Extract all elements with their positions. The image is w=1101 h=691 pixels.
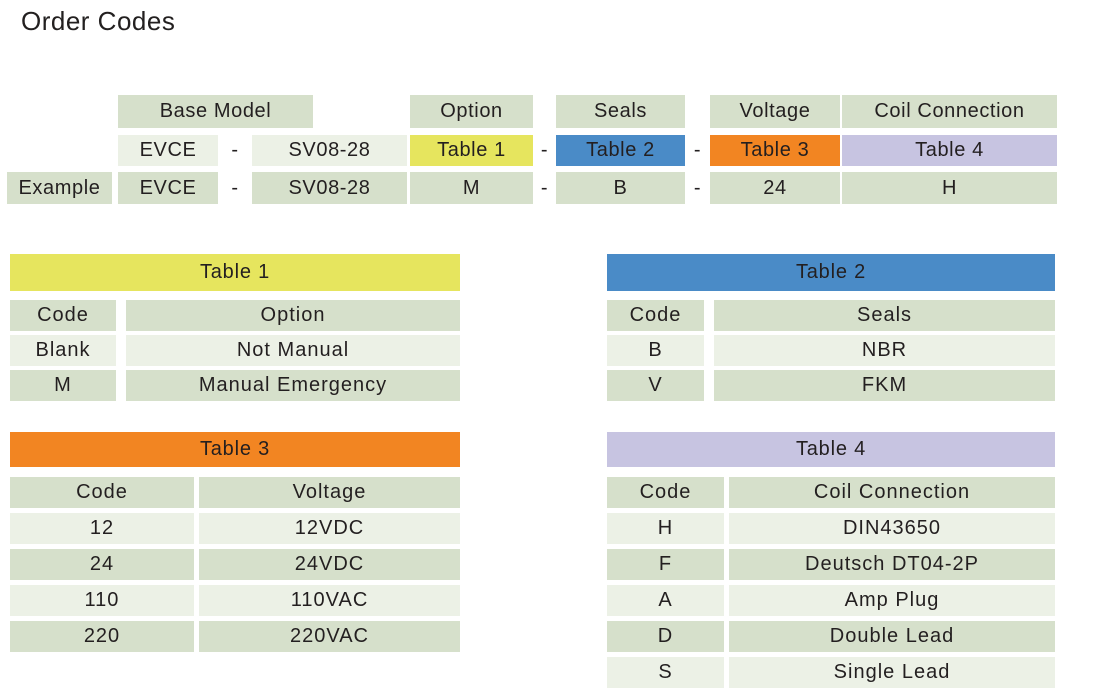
- separator-dash: -: [231, 176, 239, 199]
- separator-dash: -: [540, 176, 549, 199]
- value-cell: Not Manual: [126, 335, 460, 366]
- table3-title-bar: Table 3: [10, 432, 460, 467]
- code-cell: A: [607, 585, 724, 616]
- column-header-code: Code: [607, 477, 724, 508]
- code-cell: V: [607, 370, 704, 401]
- code-cell: F: [607, 549, 724, 580]
- example-model-cell: SV08-28: [252, 172, 407, 204]
- example-option-cell: M: [410, 172, 533, 204]
- table-row: 220 220VAC: [10, 621, 460, 652]
- value-cell: Double Lead: [729, 621, 1055, 652]
- table4-card: Table 4 Code Coil Connection H DIN43650 …: [607, 432, 1055, 688]
- value-cell: Manual Emergency: [126, 370, 460, 401]
- table-row: Code Option: [10, 300, 460, 331]
- code-cell: 12: [10, 513, 194, 544]
- code-cell: 110: [10, 585, 194, 616]
- table-row: Code Voltage: [10, 477, 460, 508]
- separator-dash: -: [231, 139, 239, 161]
- column-header-seals: Seals: [714, 300, 1055, 331]
- page-title: Order Codes: [21, 6, 176, 36]
- table-row: F Deutsch DT04-2P: [607, 549, 1055, 580]
- table-row: V FKM: [607, 370, 1055, 401]
- example-label: Example: [7, 172, 112, 204]
- example-voltage-cell: 24: [710, 172, 840, 204]
- table-row: M Manual Emergency: [10, 370, 460, 401]
- table4-ref-cell: Table 4: [842, 135, 1057, 166]
- code-cell: 220: [10, 621, 194, 652]
- table2-card: Table 2 Code Seals B NBR V FKM: [607, 254, 1055, 401]
- table1-card: Table 1 Code Option Blank Not Manual M M…: [10, 254, 460, 401]
- table-row: B NBR: [607, 335, 1055, 366]
- separator-dash: -: [693, 176, 702, 199]
- code-cell: 24: [10, 549, 194, 580]
- value-cell: FKM: [714, 370, 1055, 401]
- voltage-header: Voltage: [710, 95, 840, 128]
- column-header-option: Option: [126, 300, 460, 331]
- table-row: 110 110VAC: [10, 585, 460, 616]
- separator-dash: -: [693, 139, 702, 161]
- value-cell: 24VDC: [199, 549, 460, 580]
- option-header: Option: [410, 95, 533, 128]
- code-cell: M: [10, 370, 116, 401]
- column-header-code: Code: [10, 477, 194, 508]
- code-cell: Blank: [10, 335, 116, 366]
- value-cell: DIN43650: [729, 513, 1055, 544]
- table4-title-bar: Table 4: [607, 432, 1055, 467]
- table-row: Code Coil Connection: [607, 477, 1055, 508]
- value-cell: NBR: [714, 335, 1055, 366]
- table-row: Code Seals: [607, 300, 1055, 331]
- table3-ref-cell: Table 3: [710, 135, 840, 166]
- code-cell: S: [607, 657, 724, 688]
- example-coil-cell: H: [842, 172, 1057, 204]
- table2-ref-cell: Table 2: [556, 135, 685, 166]
- code-cell: B: [607, 335, 704, 366]
- value-cell: 220VAC: [199, 621, 460, 652]
- value-cell: Deutsch DT04-2P: [729, 549, 1055, 580]
- separator-dash: -: [540, 139, 549, 161]
- table-row: A Amp Plug: [607, 585, 1055, 616]
- table2-title-bar: Table 2: [607, 254, 1055, 291]
- table-row: D Double Lead: [607, 621, 1055, 652]
- table1-title-bar: Table 1: [10, 254, 460, 291]
- coil-connection-header: Coil Connection: [842, 95, 1057, 128]
- code-series-cell: EVCE: [118, 135, 218, 166]
- table-row: H DIN43650: [607, 513, 1055, 544]
- example-series-cell: EVCE: [118, 172, 218, 204]
- table-row: 24 24VDC: [10, 549, 460, 580]
- base-model-header: Base Model: [118, 95, 313, 128]
- table1-ref-cell: Table 1: [410, 135, 533, 166]
- column-header-code: Code: [607, 300, 704, 331]
- value-cell: 110VAC: [199, 585, 460, 616]
- value-cell: Amp Plug: [729, 585, 1055, 616]
- column-header-coil-connection: Coil Connection: [729, 477, 1055, 508]
- code-cell: D: [607, 621, 724, 652]
- table-row: Blank Not Manual: [10, 335, 460, 366]
- value-cell: Single Lead: [729, 657, 1055, 688]
- example-seals-cell: B: [556, 172, 685, 204]
- code-cell: H: [607, 513, 724, 544]
- value-cell: 12VDC: [199, 513, 460, 544]
- code-model-cell: SV08-28: [252, 135, 407, 166]
- column-header-voltage: Voltage: [199, 477, 460, 508]
- column-header-code: Code: [10, 300, 116, 331]
- table3-card: Table 3 Code Voltage 12 12VDC 24 24VDC 1…: [10, 432, 460, 652]
- table-row: S Single Lead: [607, 657, 1055, 688]
- table-row: 12 12VDC: [10, 513, 460, 544]
- seals-header: Seals: [556, 95, 685, 128]
